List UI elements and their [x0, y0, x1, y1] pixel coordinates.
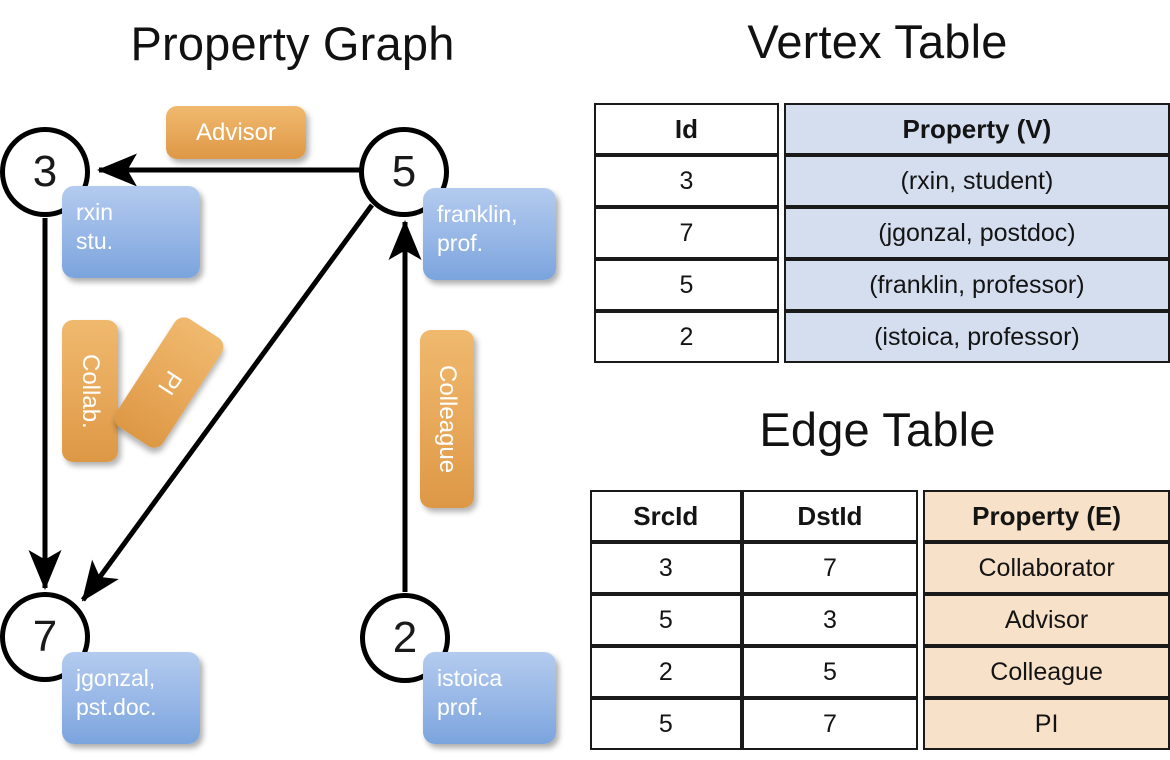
node-property-istoica-line2: prof. [437, 694, 484, 721]
node-property-box-rxin[interactable]: rxin stu. [62, 186, 200, 278]
edge-cell-property: Colleague [923, 646, 1170, 698]
node-property-jgonzal-line2: pst.doc. [76, 694, 157, 721]
vertex-table-header-property: Property (V) [783, 103, 1170, 155]
node-property-istoica-line1: istoica [437, 665, 503, 691]
node-property-box-istoica[interactable]: istoica prof. [423, 652, 556, 744]
edge-cell-dstid: 5 [741, 646, 919, 698]
vertex-cell-property: (franklin, professor) [783, 259, 1170, 311]
node-property-rxin-line2: stu. [76, 228, 114, 255]
table-row[interactable]: 2 (istoica, professor) [594, 311, 1170, 363]
vertex-cell-property: (istoica, professor) [783, 311, 1170, 363]
edge-label-box-collab[interactable]: Collab. [62, 320, 118, 462]
edge-cell-srcid: 5 [590, 594, 742, 646]
property-graph-panel: 3 5 7 2 rxin stu. franklin, prof. jgonza… [0, 106, 556, 744]
graph-node-7-label: 7 [32, 612, 58, 661]
graph-node-3-label: 3 [32, 147, 58, 196]
edge-cell-property: Advisor [923, 594, 1170, 646]
edge-cell-srcid: 5 [590, 698, 742, 750]
edge-table-header-property: Property (E) [923, 490, 1170, 542]
edge-cell-srcid: 2 [590, 646, 742, 698]
edge-5-to-7-pi [80, 203, 375, 602]
table-row[interactable]: 3 7 Collaborator [590, 542, 1170, 594]
graph-node-5[interactable]: 5 [359, 127, 449, 217]
table-row[interactable]: 3 (rxin, student) [594, 155, 1170, 207]
edge-cell-property: Collaborator [923, 542, 1170, 594]
node-property-box-jgonzal[interactable]: jgonzal, pst.doc. [62, 652, 200, 744]
table-row[interactable]: 5 3 Advisor [590, 594, 1170, 646]
edge-table: SrcId DstId Property (E) 3 7 Collaborato… [590, 490, 1170, 750]
edge-cell-dstid: 3 [741, 594, 919, 646]
table-row[interactable]: 5 7 PI [590, 698, 1170, 750]
edge-table-header-srcid: SrcId [590, 490, 742, 542]
edge-table-header-row: SrcId DstId Property (E) [590, 490, 1170, 542]
node-property-rxin-line1: rxin [76, 199, 114, 225]
vertex-table: Id Property (V) 3 (rxin, student) 7 (jgo… [594, 103, 1170, 363]
vertex-table-header-row: Id Property (V) [594, 103, 1170, 155]
node-property-franklin-line1: franklin, [437, 201, 518, 227]
vertex-cell-id: 3 [594, 155, 779, 207]
node-property-franklin-line2: prof. [437, 230, 484, 257]
edge-table-header-dstid: DstId [741, 490, 919, 542]
table-row[interactable]: 2 5 Colleague [590, 646, 1170, 698]
edge-cell-property: PI [923, 698, 1170, 750]
vertex-cell-id: 5 [594, 259, 779, 311]
edge-label-advisor-text: Advisor [195, 118, 277, 146]
vertex-cell-property: (jgonzal, postdoc) [783, 207, 1170, 259]
edge-label-colleague-text: Colleague [434, 364, 461, 474]
vertex-cell-id: 7 [594, 207, 779, 259]
graph-node-2[interactable]: 2 [360, 593, 450, 683]
page-title-property-graph: Property Graph [130, 17, 455, 70]
table-row[interactable]: 7 (jgonzal, postdoc) [594, 207, 1170, 259]
edge-label-pi-text: PI [151, 365, 187, 400]
edge-cell-srcid: 3 [590, 542, 742, 594]
edge-cell-dstid: 7 [741, 542, 919, 594]
page-title-vertex-table: Vertex Table [747, 15, 1008, 68]
table-row[interactable]: 5 (franklin, professor) [594, 259, 1170, 311]
graph-edges-layer [28, 153, 422, 602]
node-property-box-franklin[interactable]: franklin, prof. [423, 188, 556, 280]
edge-label-box-advisor[interactable]: Advisor [166, 106, 306, 159]
edge-label-box-colleague[interactable]: Colleague [420, 330, 474, 508]
vertex-table-header-id: Id [594, 103, 779, 155]
page-title-edge-table: Edge Table [759, 403, 996, 456]
vertex-cell-property: (rxin, student) [783, 155, 1170, 207]
node-property-jgonzal-line1: jgonzal, [76, 665, 156, 691]
graph-node-2-label: 2 [392, 613, 418, 662]
edge-cell-dstid: 7 [741, 698, 919, 750]
graph-node-5-label: 5 [391, 147, 417, 196]
edge-label-collab-text: Collab. [77, 353, 104, 429]
vertex-cell-id: 2 [594, 311, 779, 363]
